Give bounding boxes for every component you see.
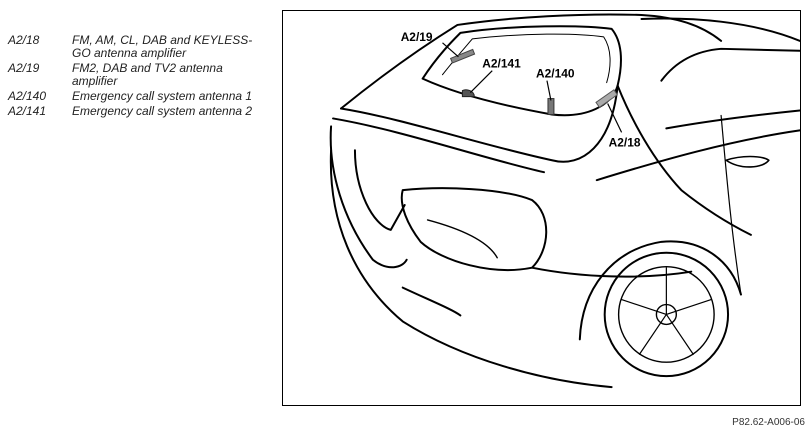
- wheel-arch: [578, 240, 742, 341]
- legend-description: FM2, DAB and TV2 antenna amplifier: [72, 61, 223, 88]
- leader-a2-19: [442, 42, 459, 58]
- legend-row: A2/140 Emergency call system antenna 1: [8, 90, 270, 103]
- legend-code: A2/18: [8, 33, 40, 47]
- legend-row: A2/141 Emergency call system antenna 2: [8, 105, 270, 118]
- wheel-spokes: [620, 267, 712, 355]
- car-diagram-figure: A2/19 A2/141 A2/140 A2/18: [282, 10, 801, 406]
- roof-outline: [340, 13, 723, 110]
- rear-wheel: [603, 251, 730, 378]
- car-rear-illustration: A2/19 A2/141 A2/140 A2/18: [329, 13, 800, 389]
- callout-a2-141: A2/141: [482, 57, 521, 71]
- trunk-lid: [340, 84, 619, 163]
- antenna-a2-18: [595, 89, 619, 108]
- c-pillar: [616, 84, 752, 236]
- wheel-rim: [617, 266, 715, 363]
- legend-description: FM, AM, CL, DAB and KEYLESS-GO antenna a…: [72, 33, 253, 60]
- rear-window-inner: [442, 33, 611, 84]
- antenna-a2-19: [449, 48, 476, 64]
- legend: A2/18 FM, AM, CL, DAB and KEYLESS-GO ant…: [8, 34, 270, 120]
- antenna-a2-140: [547, 98, 555, 115]
- legend-description: Emergency call system antenna 2: [72, 104, 253, 118]
- leader-a2-141: [469, 70, 493, 94]
- legend-row: A2/18 FM, AM, CL, DAB and KEYLESS-GO ant…: [8, 34, 270, 60]
- rear-bumper: [329, 149, 613, 389]
- callout-a2-18: A2/18: [609, 135, 641, 149]
- legend-description: Emergency call system antenna 1: [72, 89, 253, 103]
- callout-a2-140: A2/140: [536, 67, 575, 81]
- spoiler-lip: [332, 117, 545, 174]
- leader-a2-18: [607, 103, 623, 133]
- side-window: [660, 47, 800, 130]
- door-gap: [720, 114, 742, 296]
- tail-lamp-inner: [426, 219, 498, 259]
- tail-lamp: [400, 187, 548, 271]
- license-recess: [353, 149, 406, 231]
- side-crease: [595, 129, 800, 182]
- legend-code: A2/141: [8, 104, 47, 118]
- callout-a2-19: A2/19: [401, 30, 433, 44]
- lower-body-line: [531, 266, 693, 278]
- figure-reference-code: P82.62-A006-06: [732, 417, 805, 428]
- tail-panel: [329, 125, 408, 269]
- legend-row: A2/19 FM2, DAB and TV2 antenna amplifier: [8, 62, 270, 88]
- door-handle: [725, 155, 770, 168]
- legend-code: A2/19: [8, 61, 40, 75]
- leader-a2-140: [546, 80, 552, 101]
- side-window-frame: [640, 17, 800, 42]
- legend-code: A2/140: [8, 89, 47, 103]
- rear-window: [421, 25, 622, 117]
- bumper-reflector: [401, 286, 462, 317]
